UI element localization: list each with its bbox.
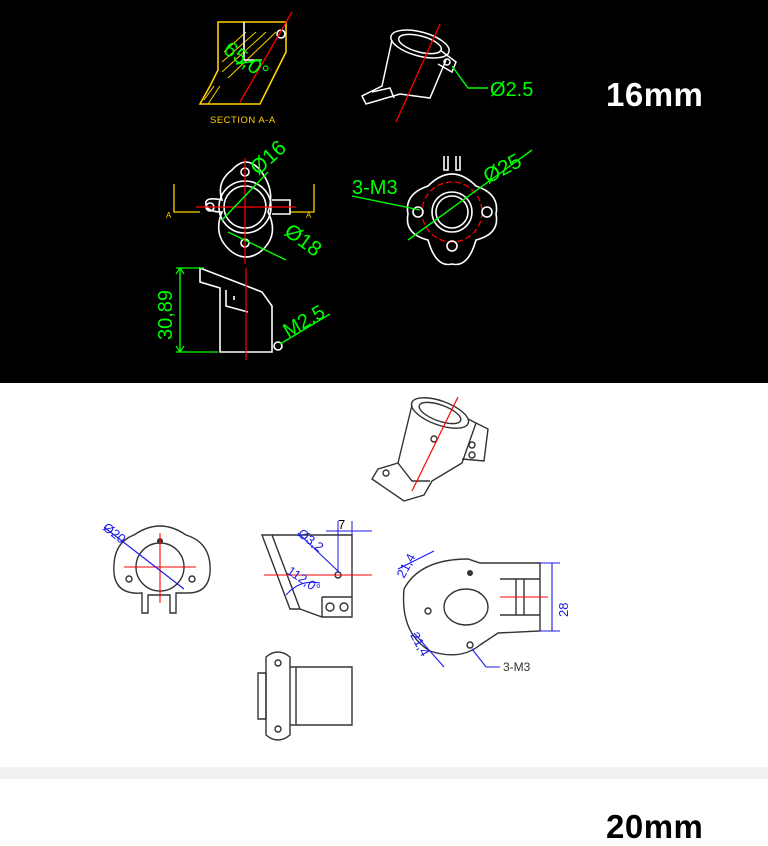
side-hole-20a — [325, 602, 335, 612]
section-label: SECTION A-A — [210, 115, 276, 126]
body-outline-20 — [371, 404, 477, 502]
tube-top-20 — [410, 397, 470, 429]
section-view-16 — [198, 11, 293, 105]
bore-right — [431, 191, 473, 233]
panel-16mm: 65,0° SECTION A-A Ø2.5 — [0, 0, 768, 383]
rot-hole-20a — [467, 570, 473, 576]
dia-pcd-16: Ø25 — [480, 149, 526, 188]
hole-dia-20: Ø3,2 — [295, 526, 326, 555]
clamp-hole-20b — [468, 451, 476, 459]
mount-hole-20-left — [125, 575, 133, 583]
side-hole-20b — [339, 602, 349, 612]
drawing-20mm: Ø20 7 Ø3,2 112,0° — [100, 396, 571, 741]
bottom-tube-20 — [290, 666, 353, 726]
mount-hole-20-right — [188, 575, 196, 583]
pcd-leader — [407, 149, 533, 241]
base-hole-20 — [382, 469, 390, 477]
angle-leader — [235, 59, 263, 65]
section-hatch-lower — [203, 85, 221, 105]
spacing-bottom-line — [413, 632, 445, 668]
isometric-view-20 — [371, 397, 489, 502]
angle-label-16: 65,0° — [219, 37, 273, 84]
hole-leader-20 — [297, 532, 341, 574]
section-hatch — [221, 31, 277, 79]
thread-16: M2.5 — [280, 301, 330, 342]
size-label-20mm: 20mm — [606, 808, 704, 845]
side-body-20 — [272, 534, 353, 618]
bottom-hole-20a — [274, 659, 282, 667]
side-step-20 — [321, 596, 352, 617]
dia-outer-16: Ø18 — [280, 219, 326, 261]
height-16: 30,89 — [155, 290, 177, 340]
spacing-top-line — [397, 550, 435, 570]
height-20: 28 — [556, 603, 571, 617]
clamp-hole-20a — [468, 441, 476, 449]
spacing-bottom-20: 21,4 — [407, 629, 432, 658]
pcd-circle — [421, 181, 483, 243]
screw-leader — [351, 195, 421, 211]
screw-hole-right — [481, 206, 493, 218]
base-step — [371, 87, 395, 99]
dia-inner-leader — [221, 171, 269, 221]
side-inner — [225, 290, 249, 313]
section-mark-left: A — [166, 211, 172, 220]
isometric-view-16 — [360, 29, 457, 105]
tube-bore-20 — [418, 401, 462, 425]
bore-inner-right — [435, 195, 469, 229]
front-view-20 — [103, 525, 211, 614]
screw-hole-left — [412, 206, 424, 218]
side-view-20 — [260, 521, 372, 618]
drawing-16mm: 65,0° SECTION A-A Ø2.5 — [155, 11, 533, 360]
flange-outline — [205, 161, 274, 258]
tube-bore — [397, 33, 443, 55]
body-outline — [360, 39, 447, 105]
hole-dia-16: Ø2.5 — [490, 79, 533, 101]
section-bore — [243, 22, 262, 61]
section-centerline — [239, 11, 293, 103]
side-hole — [273, 341, 283, 351]
clamp-tab — [437, 49, 457, 74]
bottom-flange-20 — [265, 651, 291, 741]
clamp-ears — [443, 156, 461, 171]
dia-inner-16: Ø16 — [246, 136, 291, 180]
screw-label-16: 3-M3 — [352, 177, 398, 199]
side-view-16 — [176, 266, 331, 360]
clamp-block-20 — [461, 418, 489, 462]
rot-hole-20c — [466, 641, 474, 649]
rot-hole-20b — [424, 607, 432, 615]
side-outline — [199, 266, 273, 353]
size-label-16mm: 16mm — [606, 76, 704, 113]
top-view-16 — [173, 158, 315, 264]
bottom-lip-20 — [257, 672, 267, 720]
flange-outline-20 — [113, 525, 211, 614]
rot-clamp-20 — [500, 578, 540, 616]
rotated-bore-20 — [443, 588, 489, 626]
dia-outer-leader — [227, 231, 287, 261]
panel-20mm: Ø20 7 Ø3,2 112,0° — [0, 383, 768, 845]
iso-centerline — [395, 23, 441, 123]
dia-leader-20 — [103, 526, 185, 590]
cut-line — [173, 184, 315, 213]
angle-arc-20 — [285, 581, 321, 596]
section-outline — [198, 21, 287, 105]
top-view-16-right — [351, 149, 533, 266]
screw-hole-bottom — [446, 240, 458, 252]
bottom-view-20 — [257, 651, 353, 741]
rotated-view-20 — [397, 550, 560, 668]
tube-top — [390, 29, 450, 59]
bottom-strip — [0, 767, 768, 779]
height-arrows — [175, 266, 185, 354]
base-edge-20 — [397, 462, 430, 482]
hole-leader-16 — [451, 65, 488, 89]
section-mark-right: A — [306, 211, 312, 220]
iso-centerline-20 — [411, 396, 459, 492]
screw-leader-20 — [471, 648, 500, 668]
clamp-hole — [443, 58, 451, 66]
offset-20: 7 — [338, 517, 345, 532]
bottom-hole-20b — [274, 725, 282, 733]
thread-leader — [279, 313, 331, 345]
screw-label-20: 3-M3 — [503, 660, 531, 674]
